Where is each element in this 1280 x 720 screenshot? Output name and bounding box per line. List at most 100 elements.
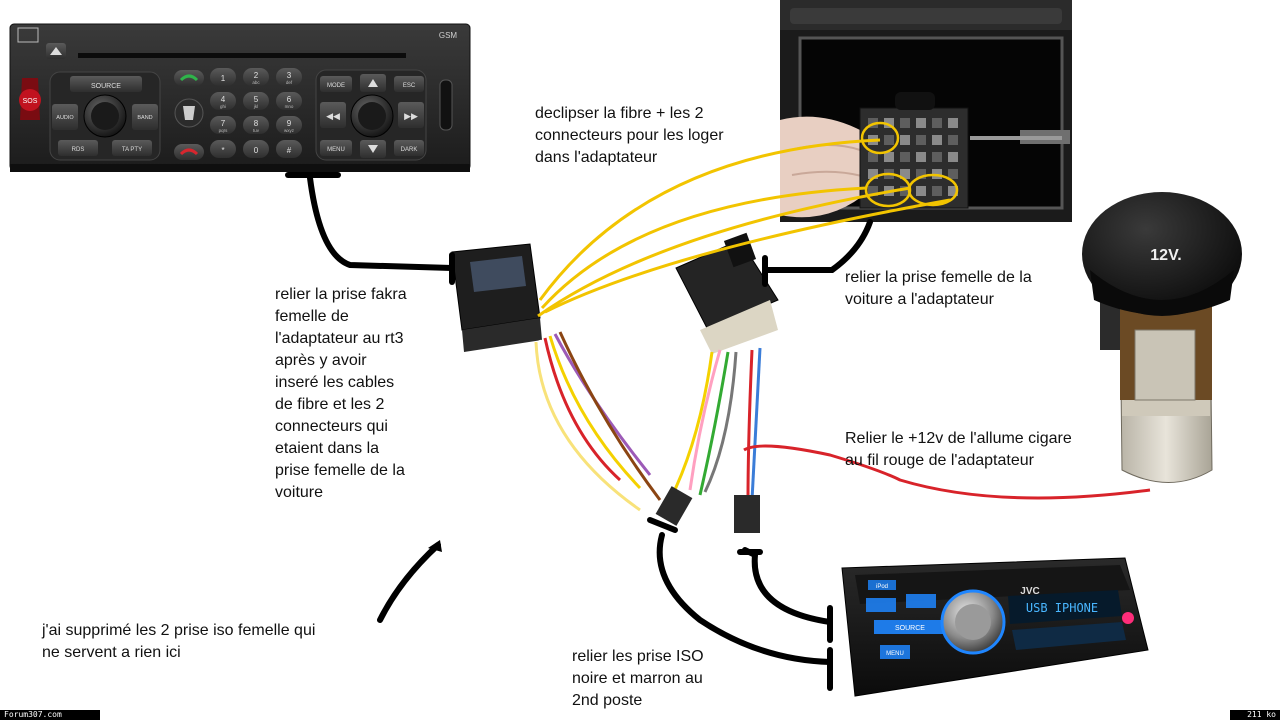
key-label: 2 xyxy=(254,71,259,80)
key-label: 1 xyxy=(221,74,226,83)
jvc-brand: JVC xyxy=(1020,586,1039,597)
radio-brand: GSM xyxy=(439,31,458,40)
connection-lines xyxy=(285,172,873,691)
connector-pin xyxy=(948,186,958,196)
connector-highlight-2 xyxy=(907,173,959,207)
connector-pin xyxy=(916,135,926,145)
audio-button[interactable] xyxy=(52,104,78,130)
lion-icon xyxy=(183,106,195,120)
car-socket-note: relier la prise femelle de la voiture a … xyxy=(845,269,1032,308)
dark-button[interactable] xyxy=(394,140,424,156)
rds-label: RDS xyxy=(72,147,85,153)
ta-pty-button[interactable] xyxy=(112,140,152,156)
fakra-note: relier la prise fakra femelle de l'adapt… xyxy=(275,286,407,501)
key-sublabel: def xyxy=(286,80,293,85)
jvc-source-button[interactable] xyxy=(874,620,944,634)
connector-pin xyxy=(884,152,894,162)
connector-pin xyxy=(948,169,958,179)
forward-button[interactable] xyxy=(398,102,424,128)
audio-label: AUDIO xyxy=(56,115,74,121)
band-button[interactable] xyxy=(132,104,158,130)
key-11[interactable] xyxy=(276,140,302,158)
key-sublabel: mno xyxy=(285,104,294,109)
jvc-menu-button[interactable] xyxy=(880,645,910,659)
down-arrow-icon xyxy=(368,145,378,153)
sos-button[interactable] xyxy=(19,89,41,111)
jvc-pink-button[interactable] xyxy=(1122,612,1134,624)
key-label: 0 xyxy=(254,146,259,155)
iso-connect-note: relier les prise ISO noire et marron au … xyxy=(572,648,704,709)
iso-removed-note: j'ai supprimé les 2 prise iso femelle qu… xyxy=(42,622,316,661)
key-label: 7 xyxy=(221,119,226,128)
jvc-left-button-1[interactable] xyxy=(866,598,896,612)
footer-size: 211 ko xyxy=(1230,710,1280,720)
connector-pin xyxy=(916,186,926,196)
key-label: 6 xyxy=(287,95,292,104)
jvc-left-button-2[interactable] xyxy=(906,594,936,608)
up-arrow-icon xyxy=(368,79,378,87)
connector-pin xyxy=(916,152,926,162)
key-7[interactable] xyxy=(243,116,269,134)
key-1[interactable] xyxy=(243,68,269,86)
key-label: 9 xyxy=(287,119,292,128)
call-icon xyxy=(179,74,199,82)
connector-pin xyxy=(868,152,878,162)
connector-pin xyxy=(932,186,942,196)
key-0[interactable] xyxy=(210,68,236,86)
key-sublabel: abc xyxy=(252,80,260,85)
key-10[interactable] xyxy=(243,140,269,158)
menu-button[interactable] xyxy=(320,140,352,156)
jvc-display xyxy=(1008,590,1122,624)
connector-pin xyxy=(900,186,910,196)
cigar-lighter: 12V. xyxy=(1082,192,1242,483)
key-3[interactable] xyxy=(210,92,236,110)
connector-pin xyxy=(948,152,958,162)
car-dash-photo xyxy=(780,0,1072,222)
source-button[interactable] xyxy=(70,76,142,92)
key-sublabel: pqrs xyxy=(219,128,229,133)
connector-pin xyxy=(884,118,894,128)
source-label: SOURCE xyxy=(91,83,121,90)
hangup-button[interactable] xyxy=(174,144,204,160)
hangup-icon xyxy=(179,148,199,156)
rds-button[interactable] xyxy=(58,140,98,156)
key-5[interactable] xyxy=(276,92,302,110)
fibre-highlight xyxy=(860,121,900,155)
key-2[interactable] xyxy=(276,68,302,86)
eject-icon xyxy=(50,47,62,55)
mode-label: MODE xyxy=(327,83,345,89)
key-4[interactable] xyxy=(243,92,269,110)
key-sublabel: tuv xyxy=(253,128,260,133)
key-label: 4 xyxy=(221,95,226,104)
connector-pin xyxy=(900,135,910,145)
key-sublabel: jkl xyxy=(253,104,258,109)
key-6[interactable] xyxy=(210,116,236,134)
fibre-wires xyxy=(537,138,951,318)
connector-pin xyxy=(868,186,878,196)
fibre-note: declipser la fibre + les 2 connecteurs p… xyxy=(535,105,724,166)
ipod-label: iPod xyxy=(876,584,888,590)
esc-button[interactable] xyxy=(394,76,424,92)
lighter-label: 12V. xyxy=(1150,247,1181,264)
key-sublabel: ghi xyxy=(220,104,226,109)
rewind-icon: ◀◀ xyxy=(326,111,340,121)
key-label: * xyxy=(221,146,224,155)
ipod-button[interactable] xyxy=(868,580,896,590)
power-wire xyxy=(743,444,1151,500)
key-8[interactable] xyxy=(276,116,302,134)
fakra-adapter xyxy=(451,243,542,352)
jvc-source-label: SOURCE xyxy=(895,625,925,632)
arrow-head-icon xyxy=(428,540,442,552)
ta-pty-label: TA PTY xyxy=(122,147,142,153)
jvc-menu-label: MENU xyxy=(886,651,904,657)
sos-label: SOS xyxy=(23,98,38,105)
key-label: 5 xyxy=(254,95,259,104)
call-button[interactable] xyxy=(174,70,204,86)
mode-button[interactable] xyxy=(320,76,352,92)
connector-pin xyxy=(900,152,910,162)
key-9[interactable] xyxy=(210,140,236,158)
rewind-button[interactable] xyxy=(320,102,346,128)
menu-label: MENU xyxy=(327,147,345,153)
